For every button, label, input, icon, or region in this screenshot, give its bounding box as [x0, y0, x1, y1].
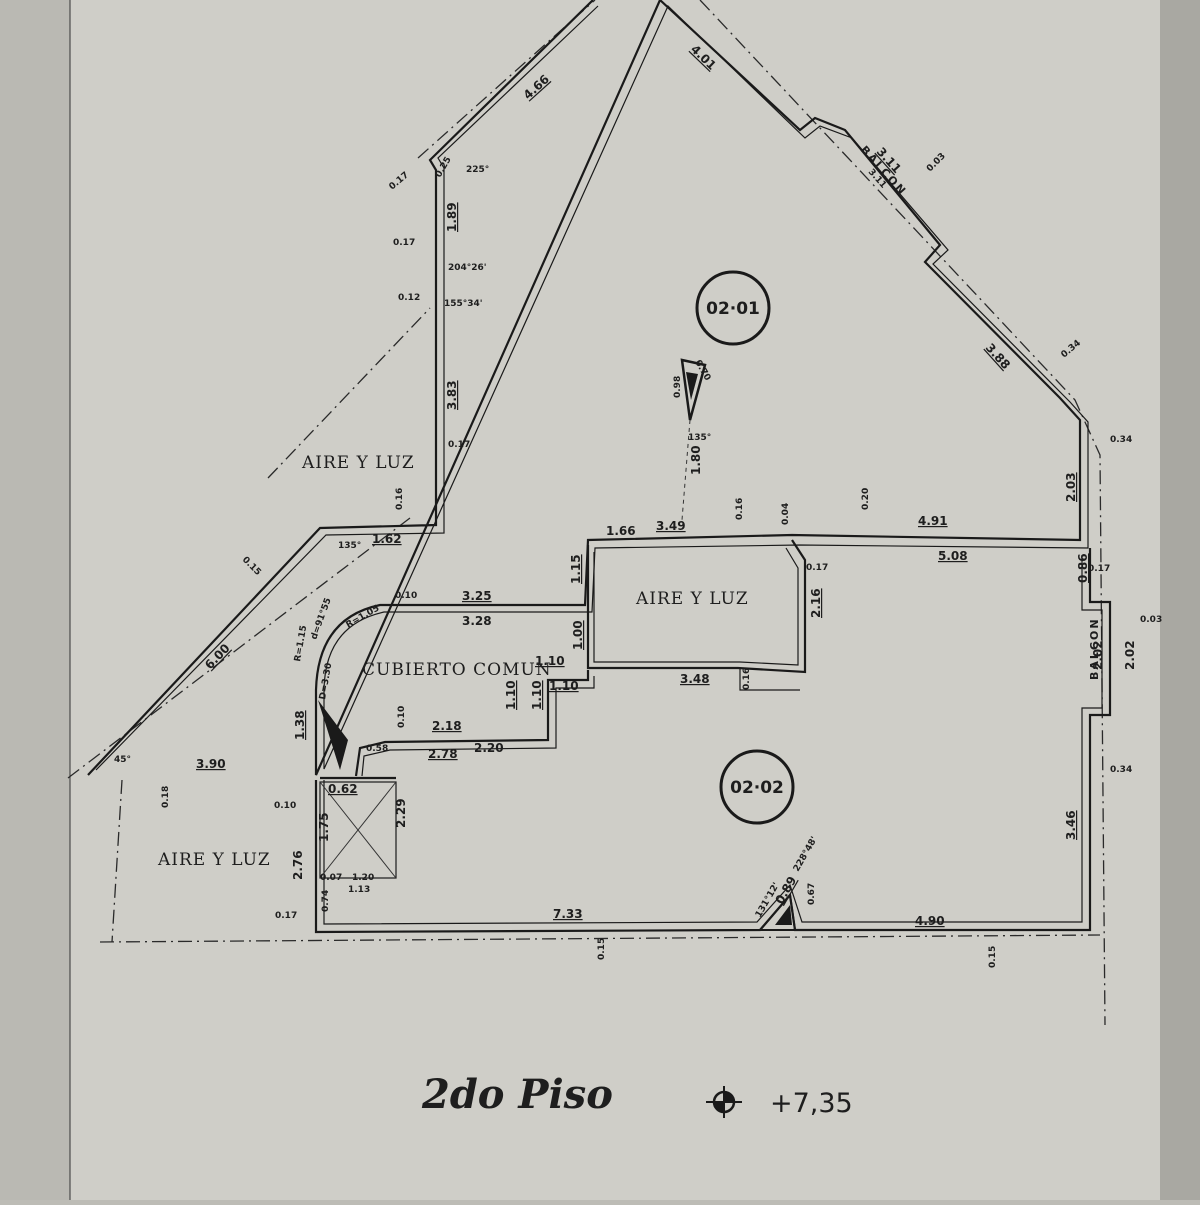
- room-label-aire-luz-left: AIRE Y LUZ: [157, 850, 271, 870]
- small-dim: 0.17: [806, 563, 828, 573]
- paper-edge: [1160, 0, 1200, 1200]
- small-dim: 0.10: [395, 591, 417, 601]
- small-dim: 0.04: [781, 503, 791, 525]
- level-markers: [680, 358, 797, 931]
- elevator-shaft: [318, 700, 397, 879]
- dim-label: 1.10: [549, 679, 579, 693]
- dim-label: 1.66: [606, 524, 636, 538]
- small-dim: 0.34: [1110, 435, 1132, 445]
- unit-tag-0202: 02·02: [719, 749, 795, 825]
- paper-sheet: [70, 0, 1160, 1200]
- angle-label: 204°26': [448, 263, 487, 273]
- small-dim: 0.17: [275, 911, 297, 921]
- unit-tag-0201: 02·01: [695, 270, 771, 346]
- dim-label: 1.10: [530, 680, 544, 710]
- small-dim: 0.16: [735, 498, 745, 520]
- dim-label: 7.33: [553, 907, 583, 921]
- dim-label: 5.08: [938, 549, 968, 563]
- unit-code-0202: 02·02: [730, 778, 784, 798]
- small-dim: 0.03: [1140, 615, 1162, 625]
- dim-label: 1.00: [571, 620, 585, 650]
- dim-label: 1.13: [348, 885, 370, 895]
- angle-label: 155°34': [444, 299, 483, 309]
- dim-label: 2.29: [394, 798, 408, 828]
- dim-label: 0.86: [1076, 553, 1090, 583]
- small-dim: 0.10: [397, 706, 407, 728]
- dim-label: 1.80: [689, 445, 703, 475]
- dim-label: 3.25: [462, 589, 492, 603]
- dim-label: 3.48: [680, 672, 710, 686]
- central-light-well: [586, 539, 807, 674]
- dim-label: 0.58: [366, 744, 388, 754]
- small-dim: 0.34: [1110, 765, 1132, 775]
- dim-label: 0.98: [673, 376, 683, 398]
- dim-label: 1.20: [352, 873, 374, 883]
- dim-label: 2.16: [809, 588, 823, 618]
- room-label-cubierto-comun: CUBIERTO COMUN: [362, 660, 552, 680]
- dimension-labels: 4.66 4.01 3.11 3.11 3.88 2.03 1.89 3.83 …: [196, 42, 1137, 928]
- dim-label: 1.75: [317, 812, 331, 842]
- dim-label: 3.46: [1064, 810, 1078, 840]
- small-dim: 0.18: [161, 786, 171, 808]
- small-dim: 0.17: [393, 238, 415, 248]
- dim-label: 2.03: [1064, 472, 1078, 502]
- small-dim: 0.74: [321, 890, 331, 912]
- angle-label: 225°: [466, 165, 489, 175]
- small-dim: 0.12: [398, 293, 420, 303]
- dim-label: 1.38: [293, 710, 307, 740]
- angle-label: 135°: [338, 541, 361, 551]
- small-dim: 0.17: [1088, 564, 1110, 574]
- balcony-label-right: BALCON: [1088, 617, 1101, 680]
- dim-label: 0.67: [807, 883, 817, 905]
- unit-0202-walls: [314, 548, 1112, 934]
- dim-label: 3.49: [656, 519, 686, 533]
- dim-label: 2.02: [1123, 640, 1137, 670]
- room-label-aire-luz-top: AIRE Y LUZ: [301, 453, 415, 473]
- dim-label: 1.10: [504, 680, 518, 710]
- dim-label: 2.76: [291, 850, 305, 880]
- plan-title: 2do Piso: [421, 1071, 613, 1118]
- level-symbol-icon: [706, 1086, 742, 1118]
- small-dim: 0.16: [742, 668, 752, 690]
- dim-label: 3.28: [462, 614, 492, 628]
- dim-label: 4.91: [918, 514, 948, 528]
- dim-label: 2.02: [1091, 640, 1105, 670]
- angle-label: 135°: [688, 433, 711, 443]
- angle-label: 45°: [114, 755, 131, 765]
- dim-label: 0.62: [328, 782, 358, 796]
- outer-walls: [87, 0, 1089, 776]
- small-dim: 0.15: [988, 946, 998, 968]
- room-label-aire-luz-center: AIRE Y LUZ: [635, 589, 749, 609]
- dim-label: 2.78: [428, 747, 458, 761]
- small-dim: 0.20: [861, 488, 871, 510]
- dim-label: 1.89: [445, 202, 459, 232]
- level-elevation: +7,35: [770, 1088, 853, 1119]
- small-dim: 0.17: [448, 440, 470, 450]
- dim-label: 2.20: [474, 741, 504, 755]
- dim-label: 4.90: [915, 914, 945, 928]
- small-dim: 0.10: [274, 801, 296, 811]
- dim-label: 3.90: [196, 757, 226, 771]
- dim-label: 3.83: [445, 380, 459, 410]
- unit-code-0201: 02·01: [706, 299, 760, 319]
- dim-label: 2.18: [432, 719, 462, 733]
- small-dim: 0.07: [320, 873, 342, 883]
- common-corridor-walls: [354, 668, 800, 777]
- dim-label: 1.62: [372, 532, 402, 546]
- dim-label: 1.10: [535, 654, 565, 668]
- dim-label: 1.15: [569, 554, 583, 584]
- small-dim: 0.15: [597, 938, 607, 960]
- small-dim: 0.16: [395, 488, 405, 510]
